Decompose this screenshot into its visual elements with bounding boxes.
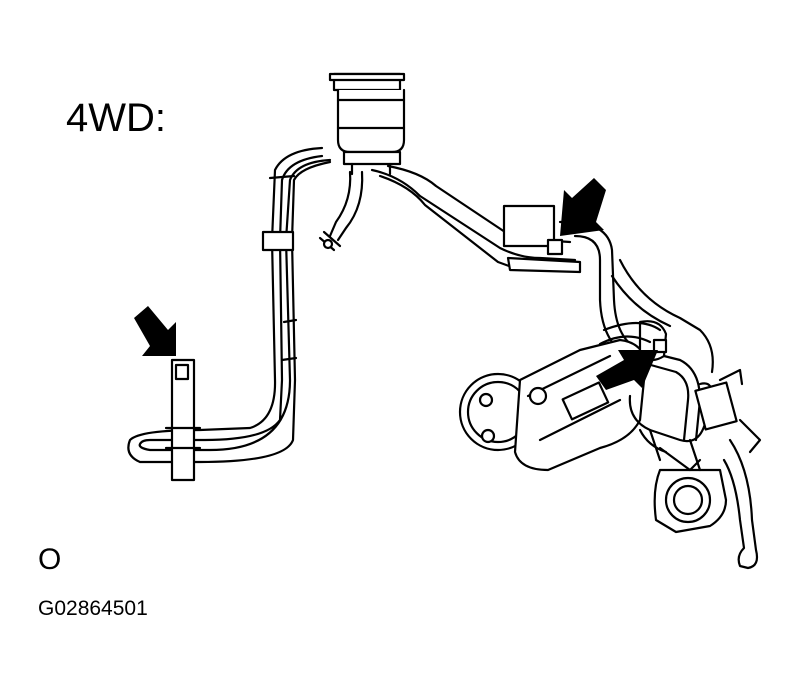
figure-id-label: G02864501 [38,597,148,620]
pump-assembly [458,320,668,472]
lower-valve-assembly [628,368,762,570]
upper-clamp-bolt-arrow [560,178,606,236]
reservoir-drain-hose [318,170,364,252]
pump-bracket-bolt-arrow [596,350,658,390]
upper-pipe-run [370,164,582,274]
upper-clamp-bolt [546,238,564,256]
left-bracket [164,358,202,482]
left-bracket-bolt [174,363,190,381]
fluid-reservoir [328,72,406,176]
view-marker-label: O [38,543,62,576]
left-bracket-bolt-arrow [134,306,176,356]
pump-bracket-bolt [652,338,668,354]
left-pipe-run [127,146,332,464]
variant-label: 4WD: [66,96,166,140]
